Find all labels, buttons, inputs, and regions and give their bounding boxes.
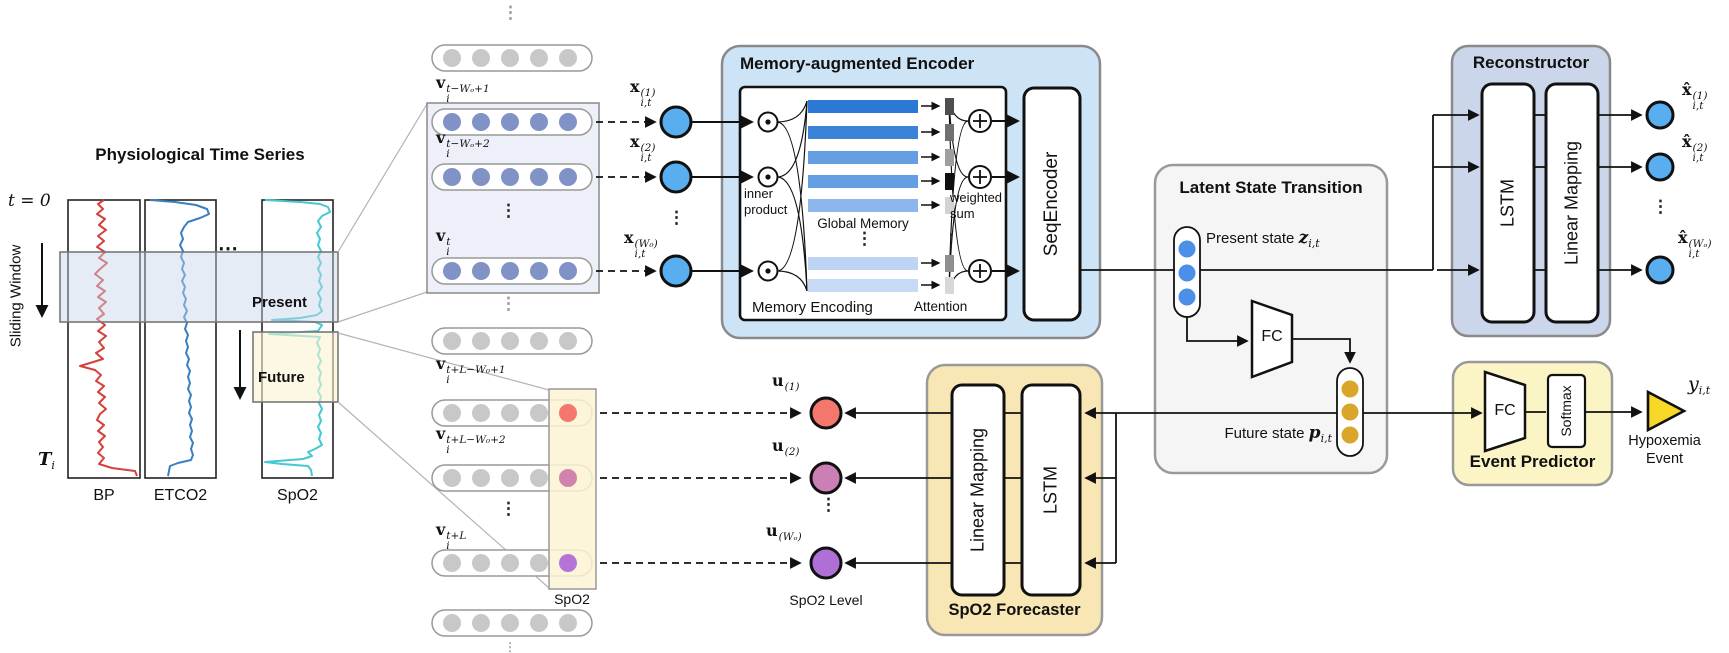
inner-product-icons: [757, 111, 779, 282]
future-label: Future: [258, 369, 305, 386]
series-ellipsis: ⋯: [218, 238, 238, 260]
stack-dots-top: ⋮: [502, 3, 519, 22]
future-spo2-cells: [559, 404, 577, 572]
forecast-output-label-2: u(2): [772, 436, 800, 458]
recon-output-label-2: x̂(2)i,t: [1682, 132, 1708, 164]
dashed-input-arrows: [596, 116, 802, 569]
hypoxemia-caption-line2: Event: [1645, 451, 1684, 467]
spo2-level-caption: SpO2 Level: [789, 592, 863, 608]
stack-dots-bottom: ⋮: [504, 640, 516, 653]
forecast-output-label-3: u(Wₒ): [766, 521, 802, 543]
present-window-band: [59, 251, 339, 323]
etco2-axis-label: ETCO2: [153, 487, 208, 504]
seq-encoder-block: [1022, 86, 1082, 322]
stack-dots-present: ⋮: [500, 201, 517, 220]
event-fc-trapezoid: [1483, 370, 1527, 453]
reconstructor-lstm-label: LSTM: [1497, 178, 1518, 228]
hypoxemia-caption-line1: Hypoxemia: [1628, 433, 1701, 449]
weighted-sum-label: weighted sum: [950, 190, 1003, 221]
sliding-window-label: Sliding Window: [7, 244, 25, 348]
memory-dots: ⋮: [856, 229, 873, 248]
seq-encoder-label: SeqEncoder: [1041, 151, 1062, 257]
input-label-1: x(1)i,t: [630, 77, 656, 109]
forecaster-linear-mapping-block: [950, 383, 1006, 597]
memory-encoding-label: Memory Encoding: [752, 299, 873, 316]
forecast-output-label-1: u(1): [772, 371, 800, 393]
global-memory-bars: [808, 100, 918, 292]
present-state-capsule: [1173, 226, 1201, 318]
spo2-axis-label: SpO2: [277, 487, 318, 504]
bp-chart: [67, 199, 141, 479]
forecaster-lstm-block: [1020, 383, 1082, 597]
present-input-circles: [659, 105, 693, 288]
spo2-output-circles: [809, 396, 843, 580]
softmax-label: Softmax: [1558, 385, 1574, 437]
spo2-strip-label: SpO2: [554, 591, 590, 607]
global-memory-label: Global Memory: [817, 216, 909, 231]
event-output-label: yi,t: [1688, 373, 1711, 398]
recon-output-label-3: x̂(Wₒ)i,t: [1678, 228, 1712, 260]
latent-title: Latent State Transition: [1179, 178, 1363, 197]
input-dots: ⋮: [668, 208, 685, 227]
attention-weight-bars: [945, 98, 954, 294]
encoder-title: Memory-augmented Encoder: [740, 54, 975, 73]
inner-product-label: inner product: [744, 186, 788, 217]
present-state-label: Present state zi,t: [1206, 228, 1320, 250]
stack-dots-future: ⋮: [500, 499, 517, 518]
figure-title: Physiological Time Series: [95, 145, 305, 164]
hypoxemia-event-triangle: [1646, 389, 1687, 433]
stack-dots-mid: ⋮: [500, 294, 517, 313]
recon-output-dots: ⋮: [1652, 197, 1669, 216]
t-start-label: t = 0: [8, 191, 51, 211]
future-state-label: Future state pi,t: [1224, 423, 1332, 445]
future-window-box: [252, 331, 339, 403]
event-predictor-title: Event Predictor: [1469, 452, 1596, 471]
softmax-block: [1546, 373, 1587, 449]
bar-to-attention-arrows: [921, 101, 941, 290]
input-label-3: x(W₀)i,t: [624, 228, 658, 260]
solid-arrows: [692, 109, 1643, 569]
event-fc-label: FC: [1494, 402, 1516, 419]
reconstructor-linear-mapping-block: [1544, 82, 1600, 324]
forecaster-lstm-label: LSTM: [1040, 465, 1061, 515]
bp-axis-label: BP: [93, 487, 115, 504]
future-state-capsule: [1336, 367, 1364, 457]
latent-fc-label: FC: [1261, 328, 1283, 345]
input-label-2: x(2)i,t: [630, 132, 656, 164]
t-end-label: Ti: [38, 449, 55, 473]
vector-rows: [431, 44, 593, 637]
forecast-output-dots: ⋮: [820, 495, 837, 514]
present-label: Present: [252, 294, 308, 311]
weighted-sum-icons: [968, 109, 992, 283]
reconstructor-title: Reconstructor: [1472, 53, 1590, 72]
etco2-chart: [144, 199, 217, 479]
attention-label: Attention: [914, 299, 968, 314]
reconstructor-lstm-block: [1480, 82, 1536, 324]
recon-output-label-1: x̂(1)i,t: [1682, 80, 1708, 112]
forecaster-title: SpO2 Forecaster: [948, 601, 1081, 619]
forecaster-linear-mapping-label: Linear Mapping: [967, 427, 988, 553]
latent-fc-trapezoid: [1250, 299, 1294, 379]
reconstructed-output-circles: [1645, 100, 1675, 285]
attention-dots: ⋮: [944, 231, 958, 247]
reconstructor-linear-mapping-label: Linear Mapping: [1561, 140, 1582, 266]
